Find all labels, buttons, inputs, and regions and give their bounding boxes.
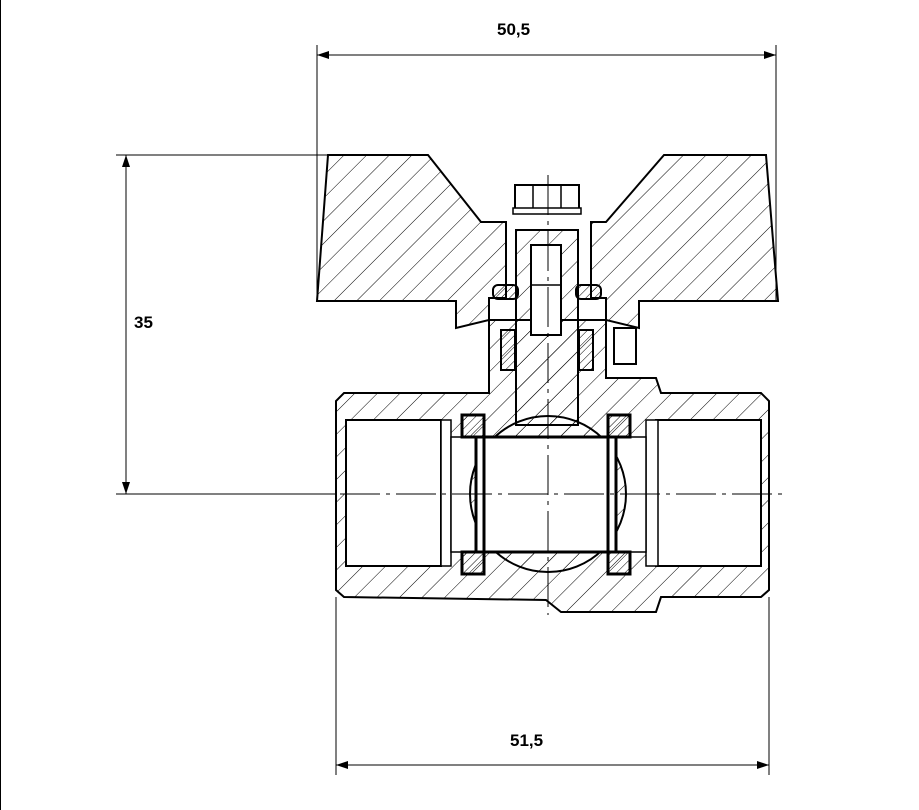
- right-threaded-port: [655, 419, 762, 567]
- dimension-height: [116, 154, 336, 495]
- dimension-label-handle-width: 50,5: [497, 20, 531, 39]
- dimension-body-length: [335, 597, 770, 775]
- seat-upper-left: [460, 413, 486, 439]
- dimension-handle-width: [316, 45, 777, 300]
- butterfly-handle-right: [590, 154, 780, 330]
- seat-lower-left: [460, 550, 486, 576]
- dimension-label-height: 35: [134, 313, 153, 332]
- handle-stop: [613, 327, 637, 365]
- butterfly-handle: [315, 154, 507, 330]
- left-threaded-port: [345, 419, 442, 567]
- stem-screw: [530, 244, 562, 336]
- seat-lower-right: [606, 550, 632, 576]
- packing-right: [578, 329, 594, 371]
- dimension-label-body-length: 51,5: [510, 731, 544, 750]
- packing-left: [500, 329, 516, 371]
- gland-left: [492, 284, 519, 300]
- gland-right: [575, 284, 602, 300]
- seat-upper-right: [606, 413, 632, 439]
